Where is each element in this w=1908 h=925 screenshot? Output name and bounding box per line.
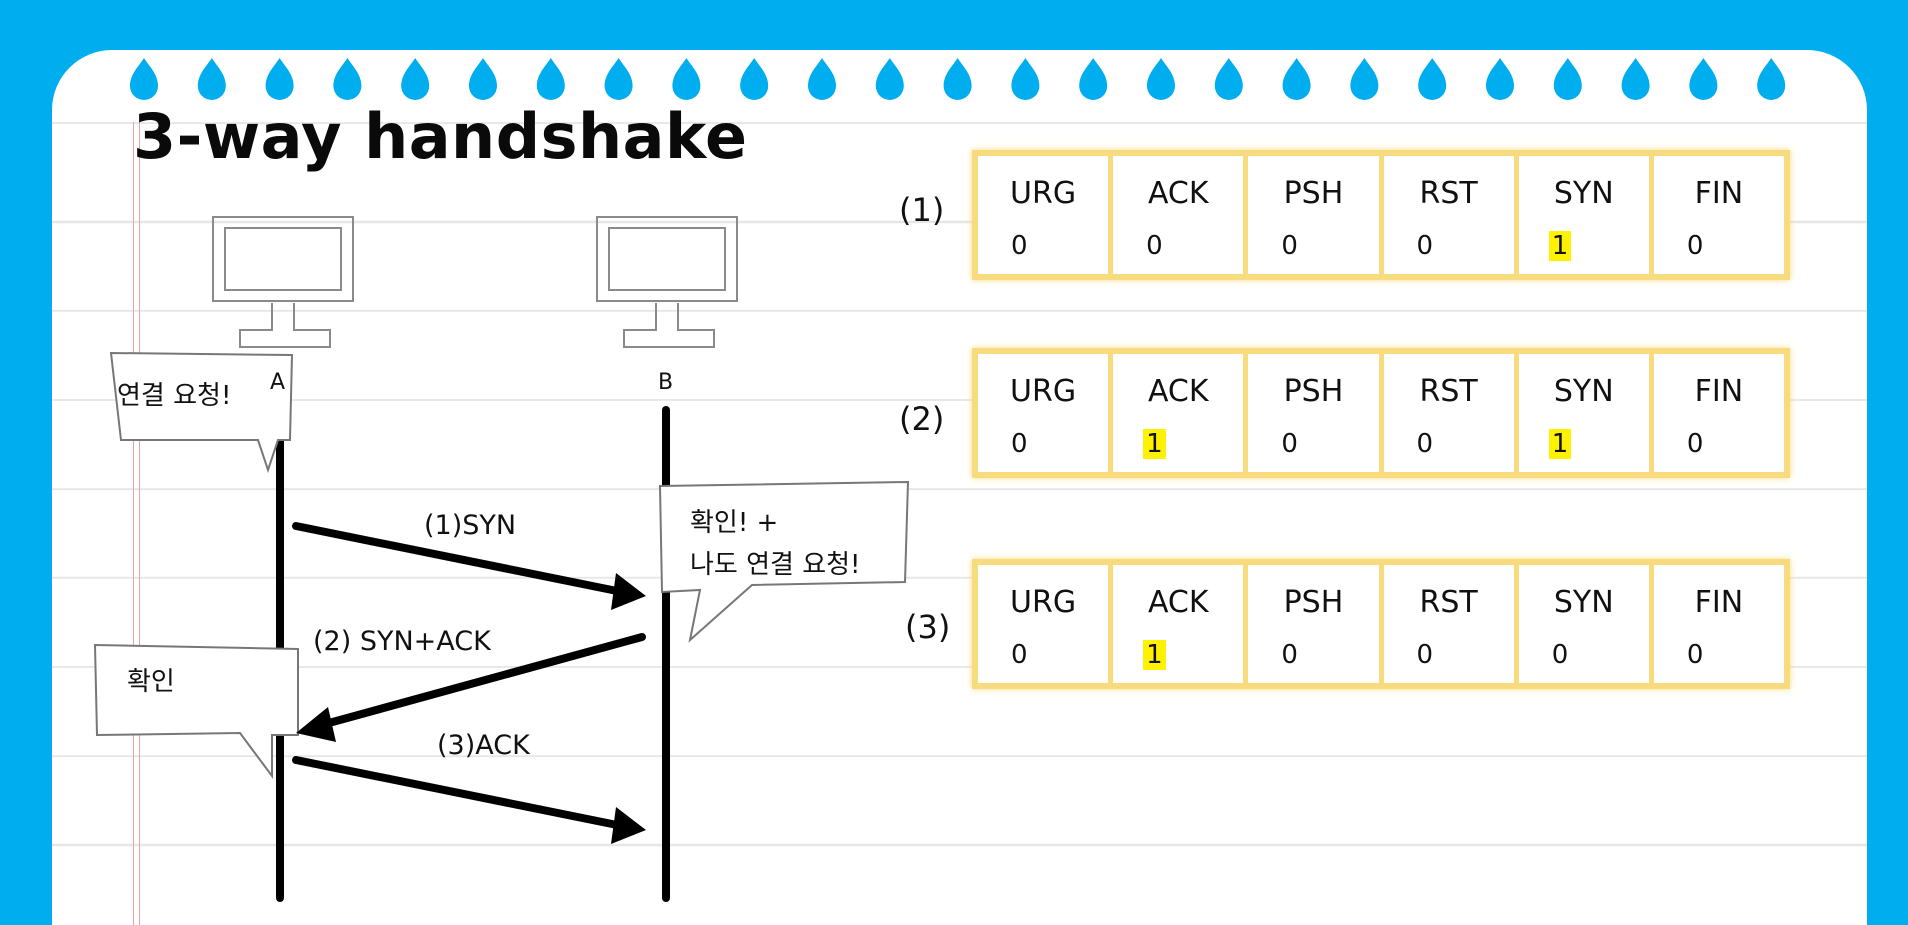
flag-cell: ACK 1 [1113, 565, 1249, 683]
computer-a-icon [212, 216, 354, 348]
flag-value: 0 [1011, 231, 1028, 261]
arrowhead-syn [611, 573, 646, 610]
bubble-b-reply [658, 480, 910, 643]
flag-cell: FIN 0 [1654, 156, 1784, 274]
flag-value: 0 [1551, 640, 1569, 670]
arrowhead-synack [296, 707, 336, 742]
flag-cell: SYN 0 [1519, 565, 1654, 683]
flag-name: SYN [1553, 374, 1614, 409]
bubble-a-confirm [93, 643, 299, 780]
message-syn-label: (1)SYN [424, 510, 517, 541]
flag-cell: RST 0 [1384, 156, 1519, 274]
flag-name: FIN [1694, 176, 1744, 211]
flag-cell: RST 0 [1384, 565, 1519, 683]
bubble-b-reply-line2: 나도 연결 요청! [690, 550, 861, 580]
flag-table-2: URG 0 ACK 1 PSH 0 RST 0 SYN 1 FIN 0 [972, 348, 1790, 478]
flag-value: 1 [1143, 429, 1166, 459]
flag-cell: FIN 0 [1654, 354, 1784, 472]
flag-cell: FIN 0 [1654, 565, 1784, 683]
flag-table-3: URG 0 ACK 1 PSH 0 RST 0 SYN 0 FIN 0 [972, 559, 1790, 689]
bubble-a-confirm-text: 확인 [127, 667, 175, 697]
host-b-label: B [658, 370, 674, 395]
flag-value: 0 [1281, 231, 1298, 261]
flag-table-2-label: (2) [899, 400, 945, 438]
arrow-syn [292, 522, 626, 596]
flag-value: 0 [1416, 429, 1434, 459]
message-ack-label: (3)ACK [437, 730, 530, 761]
flag-name: PSH [1283, 176, 1344, 211]
flag-value: 0 [1686, 429, 1704, 459]
flag-value: 1 [1143, 640, 1166, 670]
flag-value: 0 [1416, 231, 1434, 261]
flag-value: 0 [1281, 429, 1298, 459]
flag-table-1-label: (1) [899, 191, 945, 229]
arrowhead-ack [611, 807, 646, 844]
flag-name: RST [1419, 585, 1478, 620]
flag-cell: PSH 0 [1248, 354, 1384, 472]
computer-b-icon [596, 216, 738, 348]
flag-name: SYN [1553, 585, 1614, 620]
flag-name: URG [1010, 176, 1077, 211]
flag-cell: PSH 0 [1248, 156, 1384, 274]
flag-cell: ACK 0 [1113, 156, 1249, 274]
message-synack-label: (2) SYN+ACK [313, 626, 491, 657]
bubble-b-reply-line1: 확인! + [690, 508, 779, 538]
flag-cell: URG 0 [978, 156, 1114, 274]
bubble-a-request-text: 연결 요청! [117, 381, 232, 411]
flag-value: 1 [1548, 231, 1572, 261]
flag-value: 0 [1686, 231, 1704, 261]
bubble-a-request [109, 351, 294, 474]
flag-name: URG [1010, 585, 1077, 620]
flag-name: FIN [1694, 374, 1744, 409]
flag-cell: RST 0 [1384, 354, 1519, 472]
host-a-label: A [270, 370, 286, 395]
flag-cell: SYN 1 [1519, 156, 1654, 274]
flag-value: 0 [1011, 640, 1028, 670]
flag-name: ACK [1147, 585, 1209, 620]
flag-table-1: URG 0 ACK 0 PSH 0 RST 0 SYN 1 FIN 0 [972, 150, 1790, 280]
flag-name: FIN [1694, 585, 1744, 620]
flag-name: RST [1419, 374, 1478, 409]
flag-value: 1 [1548, 429, 1572, 459]
flag-cell: URG 0 [978, 565, 1114, 683]
flag-cell: URG 0 [978, 354, 1114, 472]
flag-name: RST [1419, 176, 1478, 211]
flag-name: ACK [1147, 176, 1209, 211]
margin-line [133, 122, 140, 925]
page-title: 3-way handshake [133, 100, 748, 173]
flag-value: 0 [1281, 640, 1298, 670]
flag-value: 0 [1686, 640, 1704, 670]
flag-value: 0 [1416, 640, 1434, 670]
flag-value: 0 [1146, 231, 1163, 261]
flag-cell: PSH 0 [1248, 565, 1384, 683]
flag-name: SYN [1553, 176, 1614, 211]
arrow-synack [314, 633, 646, 730]
arrow-ack [292, 756, 626, 830]
flag-cell: SYN 1 [1519, 354, 1654, 472]
flag-cell: ACK 1 [1113, 354, 1249, 472]
flag-value: 0 [1011, 429, 1028, 459]
flag-name: ACK [1147, 374, 1209, 409]
flag-name: URG [1010, 374, 1077, 409]
flag-name: PSH [1283, 585, 1344, 620]
flag-table-3-label: (3) [905, 608, 951, 646]
flag-name: PSH [1283, 374, 1344, 409]
